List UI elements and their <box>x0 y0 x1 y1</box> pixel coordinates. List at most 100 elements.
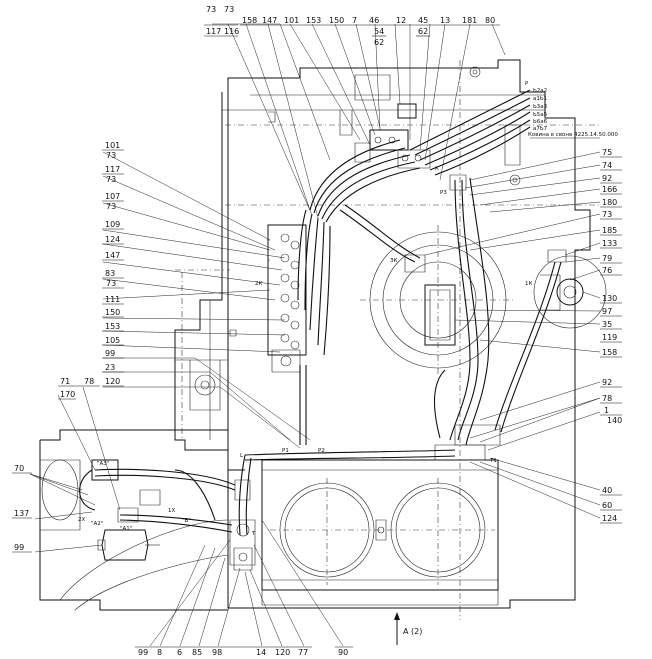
label: 116 <box>224 27 239 36</box>
label: 99 <box>105 349 115 358</box>
label: 158 <box>602 348 617 357</box>
label: 147 <box>105 251 120 260</box>
label: 140 <box>607 416 622 425</box>
left-labels: 101 73 117 73 107 73 109 124 147 83 73 1… <box>12 141 124 553</box>
port-code: 1К <box>525 281 532 287</box>
label: 73 <box>106 202 116 211</box>
aux-motor <box>533 255 607 329</box>
port-code: К <box>435 166 439 172</box>
label: 8 <box>157 648 162 657</box>
label: 62 <box>374 38 384 47</box>
port-code: Р1 <box>282 448 289 454</box>
label: 124 <box>602 514 617 523</box>
label: 111 <box>105 295 120 304</box>
port-code: 2К <box>255 281 262 287</box>
label: 45 <box>418 16 428 25</box>
label: 70 <box>14 464 24 473</box>
label: 120 <box>105 377 120 386</box>
leader-lines <box>29 23 601 647</box>
top-labels: 73 73 117 116 158 147 101 153 150 7 46 5… <box>204 5 500 47</box>
label: 78 <box>84 377 94 386</box>
port-code: Р <box>525 81 529 87</box>
port-code: а1Ь1 <box>533 96 547 102</box>
label: 40 <box>602 486 612 495</box>
machine-frame <box>39 59 600 620</box>
port-code: Ь5а5 <box>533 112 548 118</box>
hose-right-loop <box>434 174 567 461</box>
label: 46 <box>369 16 379 25</box>
label: 97 <box>602 307 612 316</box>
port-code: "А3" <box>97 461 109 467</box>
label: 101 <box>105 141 120 150</box>
port-code: а7Ь7 <box>533 126 548 132</box>
label: 54 <box>374 27 384 36</box>
label: 75 <box>602 148 612 157</box>
port-code: Т <box>251 531 256 537</box>
port-code: ЗК <box>390 258 398 264</box>
label: 1 <box>604 406 609 415</box>
label: 35 <box>602 320 612 329</box>
valve-block <box>267 224 307 373</box>
label: 119 <box>602 333 617 342</box>
top-manifold <box>354 103 431 169</box>
port-code: L <box>240 453 244 459</box>
label: 14 <box>256 648 266 657</box>
label: 185 <box>602 226 617 235</box>
port-code: Р2 <box>318 448 325 454</box>
label: 73 <box>602 210 612 219</box>
port-code: Р3 <box>440 190 447 196</box>
label: 109 <box>105 220 120 229</box>
right-labels: 75 74 92 166 180 73 185 133 79 76 130 97… <box>600 148 622 524</box>
label: 7 <box>352 16 357 25</box>
label: 137 <box>14 509 29 518</box>
view-arrow-label: А (2) <box>403 627 422 636</box>
label: 107 <box>105 192 120 201</box>
label: 170 <box>60 390 75 399</box>
label: 166 <box>602 185 617 194</box>
label: 13 <box>440 16 450 25</box>
label: 180 <box>602 198 617 207</box>
label: 120 <box>275 648 290 657</box>
label: 73 <box>224 5 234 14</box>
label: 73 <box>106 175 116 184</box>
label: 78 <box>602 394 612 403</box>
port-code: Ь3а3 <box>533 104 548 110</box>
label: 105 <box>105 336 120 345</box>
main-drum <box>360 225 515 375</box>
port-code: Ь6а6 <box>533 119 548 125</box>
label: 153 <box>105 322 120 331</box>
label: 73 <box>106 279 116 288</box>
label: 99 <box>138 648 148 657</box>
port-code: 2Х <box>78 517 85 523</box>
label: 77 <box>298 648 308 657</box>
label: 181 <box>462 16 477 25</box>
note-text: Ковина в своне 4225.14.50.000 <box>528 132 618 138</box>
label: 133 <box>602 239 617 248</box>
label: 90 <box>338 648 348 657</box>
gearbox <box>261 459 499 606</box>
label: 150 <box>105 308 120 317</box>
label: 101 <box>284 16 299 25</box>
label: 92 <box>602 174 612 183</box>
label: 60 <box>602 501 612 510</box>
label: 98 <box>212 648 222 657</box>
hose-bottom-left <box>79 364 456 571</box>
label: 73 <box>106 151 116 160</box>
bottom-labels: 99 8 6 85 98 14 120 77 90 А (2) <box>135 627 422 657</box>
label: 92 <box>602 378 612 387</box>
label: 73 <box>206 5 216 14</box>
label: 71 <box>60 377 70 386</box>
label: 76 <box>602 266 612 275</box>
port-codes: Р Ь2а2 а1Ь1 Ь3а3 Ь5а5 Ь6а6 а7Ь7 К Р3 ЗК … <box>78 81 548 537</box>
port-code: Ь2а2 <box>533 88 547 94</box>
label: 117 <box>206 27 221 36</box>
port-code: "А2" <box>91 521 103 527</box>
label: 85 <box>192 648 202 657</box>
label: 83 <box>105 269 115 278</box>
label: 147 <box>262 16 277 25</box>
label: 74 <box>602 161 612 170</box>
port-code: "Б" <box>182 518 191 524</box>
label: 12 <box>396 16 406 25</box>
port-code: 1Х <box>168 508 175 514</box>
